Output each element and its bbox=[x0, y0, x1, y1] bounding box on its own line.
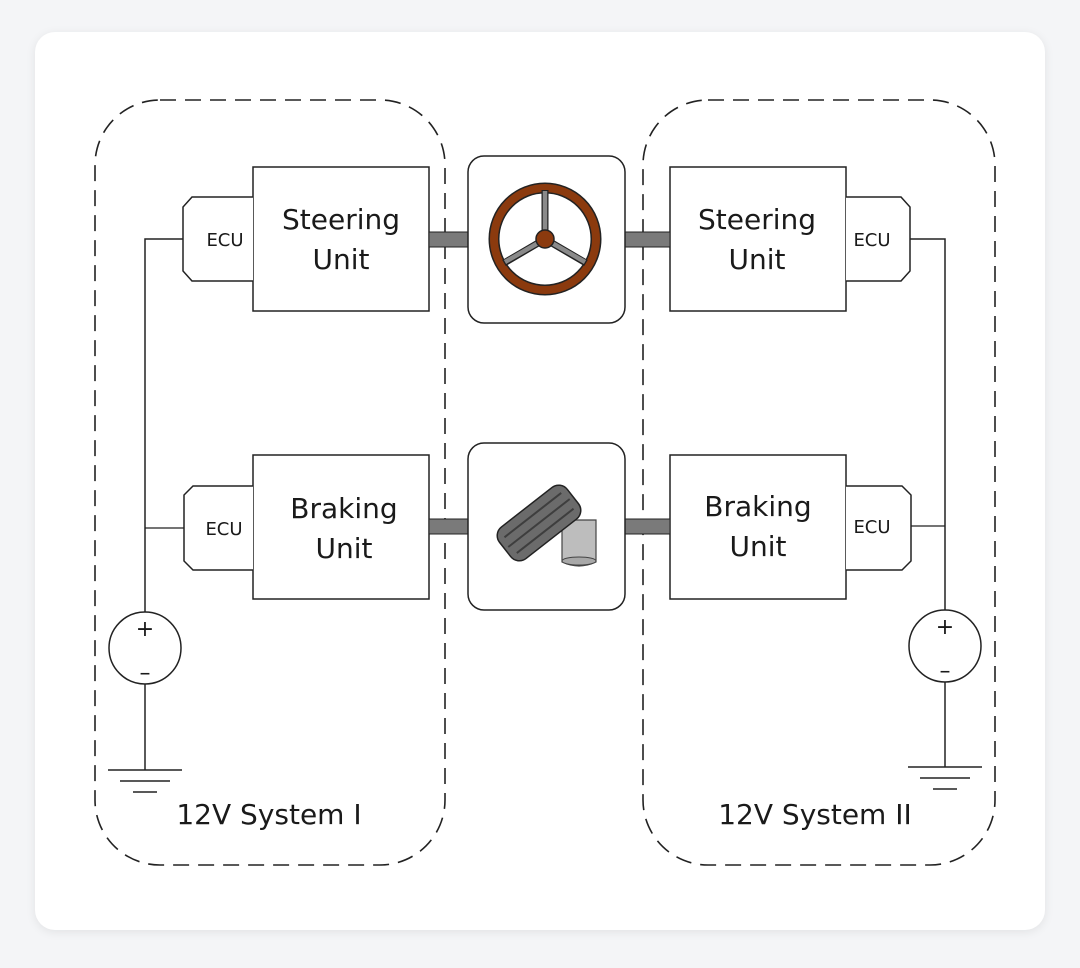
right-battery-plus: + bbox=[936, 615, 954, 640]
left-ecu-bottom-label: ECU bbox=[205, 519, 242, 540]
brake-pedal-panel bbox=[467, 442, 626, 611]
brake-pedal-icon bbox=[496, 484, 597, 567]
left-battery-minus: – bbox=[140, 661, 151, 686]
right-ecu-bottom-label: ECU bbox=[853, 517, 890, 538]
right-steering-unit-label-line2: Unit bbox=[729, 243, 786, 276]
right-ecu-top-label: ECU bbox=[853, 230, 890, 251]
right-power-wire bbox=[910, 238, 946, 610]
shafts bbox=[428, 231, 671, 535]
shaft-steering-left bbox=[428, 231, 469, 248]
right-ecu-bottom-box bbox=[846, 485, 912, 571]
left-steering-unit-box bbox=[252, 166, 430, 312]
steering-wheel-panel bbox=[467, 155, 626, 324]
right-steering-unit-box bbox=[669, 166, 847, 312]
left-steering-unit-label-line2: Unit bbox=[313, 243, 370, 276]
system-left-boundary bbox=[94, 99, 446, 866]
left-power-wire bbox=[144, 238, 183, 612]
system-right: Steering Unit ECU Braking Unit ECU + – 1… bbox=[642, 99, 996, 866]
system-right-title: 12V System II bbox=[718, 798, 912, 831]
right-steering-unit-label-line1: Steering bbox=[698, 203, 816, 236]
left-steering-unit-label-line1: Steering bbox=[282, 203, 400, 236]
system-left-title: 12V System I bbox=[176, 798, 361, 831]
shaft-braking-right bbox=[624, 518, 671, 535]
left-battery-icon bbox=[108, 611, 182, 685]
right-braking-unit-label-line1: Braking bbox=[704, 490, 811, 523]
left-braking-unit-label-line1: Braking bbox=[290, 492, 397, 525]
right-braking-unit-label-line2: Unit bbox=[730, 530, 787, 563]
right-battery-minus: – bbox=[940, 659, 951, 684]
left-ecu-top-label: ECU bbox=[206, 230, 243, 251]
steering-wheel-icon bbox=[488, 182, 602, 296]
shaft-braking-left bbox=[428, 518, 469, 535]
shaft-steering-right bbox=[624, 231, 671, 248]
system-left: Steering Unit ECU Braking Unit ECU + – 1… bbox=[94, 99, 446, 866]
left-ground-icon bbox=[108, 769, 182, 793]
left-battery-plus: + bbox=[136, 617, 154, 642]
right-braking-unit-box bbox=[669, 454, 847, 600]
right-battery-icon bbox=[908, 609, 982, 683]
right-ground-icon bbox=[908, 766, 982, 790]
left-braking-unit-label-line2: Unit bbox=[316, 532, 373, 565]
system-right-boundary bbox=[642, 99, 996, 866]
left-braking-unit-box bbox=[252, 454, 430, 600]
